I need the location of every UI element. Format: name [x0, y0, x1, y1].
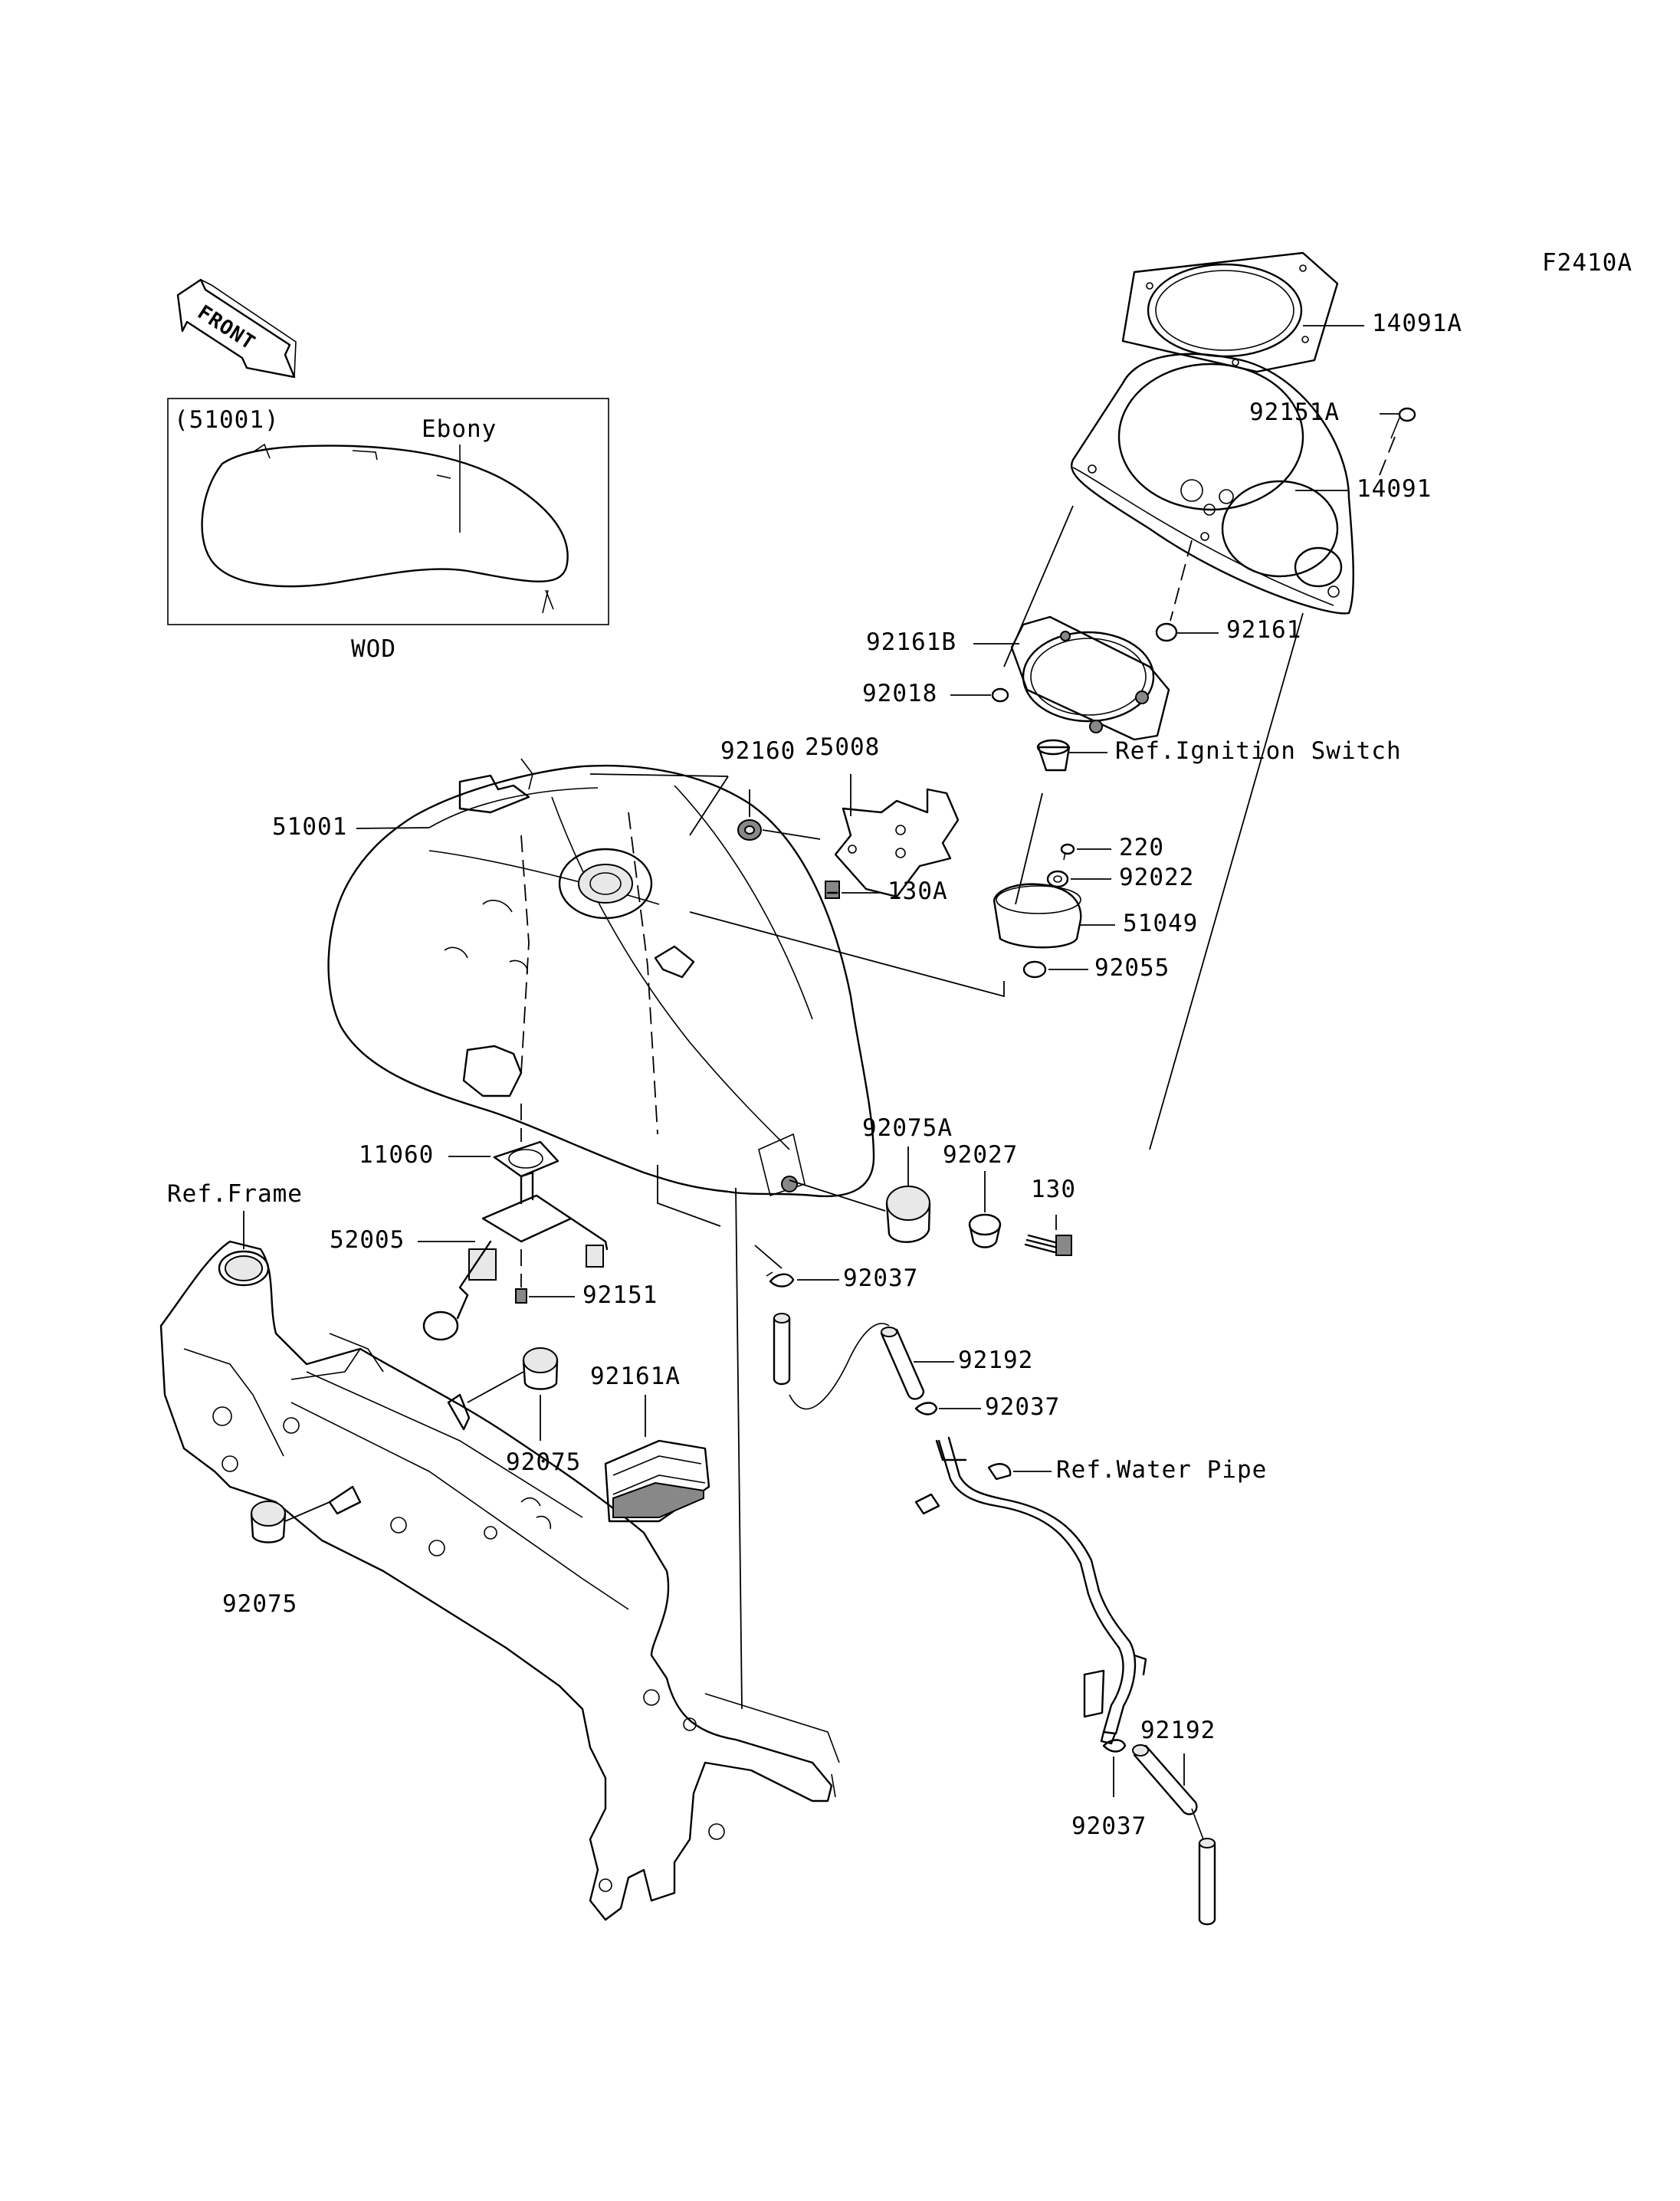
- inset-fuel-tank: [201, 444, 569, 588]
- screw-92151: [515, 1288, 527, 1304]
- label-220: 220: [1119, 834, 1164, 861]
- label-51049: 51049: [1123, 910, 1198, 937]
- label-92160: 92160: [720, 737, 796, 765]
- label-92075-b: 92075: [222, 1590, 297, 1618]
- label-14091A: 14091A: [1372, 310, 1462, 337]
- label-92161B: 92161B: [866, 628, 956, 656]
- label-52005: 52005: [330, 1226, 405, 1254]
- label-92018: 92018: [862, 680, 937, 707]
- label-ref-water-pipe: Ref.Water Pipe: [1056, 1456, 1267, 1484]
- label-25008: 25008: [805, 733, 880, 761]
- hose-92192-a: [773, 1313, 925, 1410]
- grommet-92160: [737, 819, 762, 841]
- label-14091: 14091: [1357, 475, 1432, 503]
- damper-92075-a: [522, 1347, 559, 1390]
- label-92055: 92055: [1094, 954, 1170, 982]
- label-92192-a: 92192: [958, 1347, 1033, 1374]
- tank-cap-51049: [993, 883, 1082, 949]
- label-ref-frame: Ref.Frame: [167, 1180, 303, 1208]
- bolt-130A: [825, 881, 840, 899]
- water-pipe: [914, 1436, 1147, 1745]
- inset-part-ref: (51001): [174, 406, 280, 434]
- label-92075A: 92075A: [862, 1114, 953, 1142]
- bolt-130: [1024, 1234, 1072, 1256]
- fuel-pump-52005: [422, 1171, 609, 1341]
- label-92075-a: 92075: [506, 1448, 581, 1476]
- gasket-11060: [493, 1140, 559, 1178]
- label-92037-a: 92037: [843, 1265, 918, 1292]
- frame: [159, 1240, 840, 1921]
- hose-92192-b: [1132, 1744, 1216, 1926]
- screw-220: [1060, 843, 1075, 861]
- label-92022: 92022: [1119, 864, 1194, 891]
- label-92161A: 92161A: [590, 1363, 681, 1390]
- inset-color-note: Ebony: [422, 415, 497, 443]
- label-130A: 130A: [888, 877, 948, 905]
- label-92192-b: 92192: [1140, 1717, 1216, 1744]
- washer-92022: [1046, 870, 1069, 888]
- label-130: 130: [1031, 1176, 1076, 1203]
- screw-92151A: [1390, 407, 1416, 439]
- damper-92075A: [885, 1186, 931, 1243]
- front-direction-arrow-icon: FRONT: [176, 278, 297, 379]
- label-92037-b: 92037: [985, 1393, 1060, 1421]
- label-92037-c: 92037: [1071, 1812, 1147, 1840]
- label-92151A: 92151A: [1249, 399, 1340, 426]
- meter-cover-14091: [1071, 353, 1354, 615]
- bracket-25008: [834, 788, 960, 898]
- label-ref-ignition-switch: Ref.Ignition Switch: [1115, 737, 1402, 765]
- gasket-92161B: [1010, 615, 1170, 741]
- inset-box: (51001) Ebony WOD: [167, 398, 609, 663]
- damper-92075-b: [250, 1501, 287, 1543]
- clamp-92037-a: [766, 1271, 795, 1287]
- meter-gasket-14091A: [1121, 251, 1339, 373]
- label-51001: 51001: [272, 813, 347, 841]
- ignition-switch-cap: [1036, 739, 1071, 772]
- inset-caption: WOD: [351, 635, 396, 663]
- label-92151: 92151: [582, 1281, 658, 1309]
- label-92027: 92027: [943, 1141, 1018, 1169]
- figure-code: F2410A: [1542, 249, 1632, 277]
- clamp-92037-b: [914, 1402, 938, 1415]
- collar-92027: [968, 1213, 1002, 1248]
- o-ring-92055: [1022, 960, 1047, 979]
- clamp-92037-c: [1102, 1739, 1127, 1753]
- fuel-tank-51001: [327, 758, 875, 1198]
- washer-92018: [991, 687, 1009, 703]
- label-11060: 11060: [359, 1141, 434, 1169]
- label-92161: 92161: [1226, 616, 1301, 644]
- pad-92161A: [604, 1439, 710, 1523]
- collar-92161: [1155, 622, 1178, 642]
